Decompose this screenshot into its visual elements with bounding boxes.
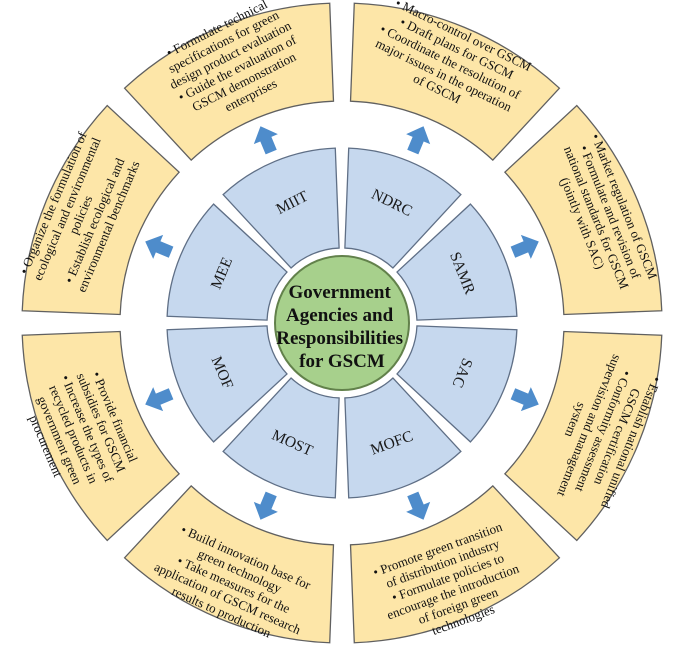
outer-ring: • Macro-control over GSCM• Draft plans f… <box>16 0 665 644</box>
arrow-icon <box>145 387 174 412</box>
agency-segment-mof <box>166 325 288 443</box>
arrow-icon <box>406 491 431 520</box>
arrow-icon <box>406 126 431 155</box>
responsibility-panel-most <box>123 484 335 644</box>
responsibility-panel-ndrc <box>349 2 561 162</box>
center-title-line: Government <box>288 282 391 303</box>
arrow-icon <box>253 126 278 155</box>
center-title-line: Responsibilities <box>276 328 403 349</box>
arrow-icon <box>145 234 174 259</box>
agency-segment-sac <box>396 325 518 443</box>
arrow-icon <box>510 234 539 259</box>
center-title-line: Agencies and <box>286 305 394 326</box>
agency-segment-miit <box>222 147 340 269</box>
agency-segment-mee <box>166 203 288 321</box>
responsibility-panel-mee <box>21 104 181 316</box>
center-circle <box>274 255 410 391</box>
arrow-icon <box>253 491 278 520</box>
agency-segment-mofc <box>344 377 462 499</box>
responsibility-panel-mofc <box>349 484 561 644</box>
responsibility-panel-sac <box>503 330 663 542</box>
responsibility-panel-samr <box>503 104 663 316</box>
arrow-layer <box>145 126 539 520</box>
responsibility-panel-miit <box>123 2 335 162</box>
center-title: Government Agencies and Responsibilities… <box>276 282 407 372</box>
responsibility-panel-mof <box>21 330 181 542</box>
arrow-icon <box>510 387 539 412</box>
responsibility-text-mof: • Provide financialsubsidies for GSCM• I… <box>17 361 145 503</box>
agency-segment-ndrc <box>344 147 462 269</box>
agency-segment-samr <box>396 203 518 321</box>
center-title-line: for GSCM <box>299 351 385 372</box>
center-hub: Government Agencies and Responsibilities… <box>274 255 410 391</box>
agency-segment-most <box>222 377 340 499</box>
